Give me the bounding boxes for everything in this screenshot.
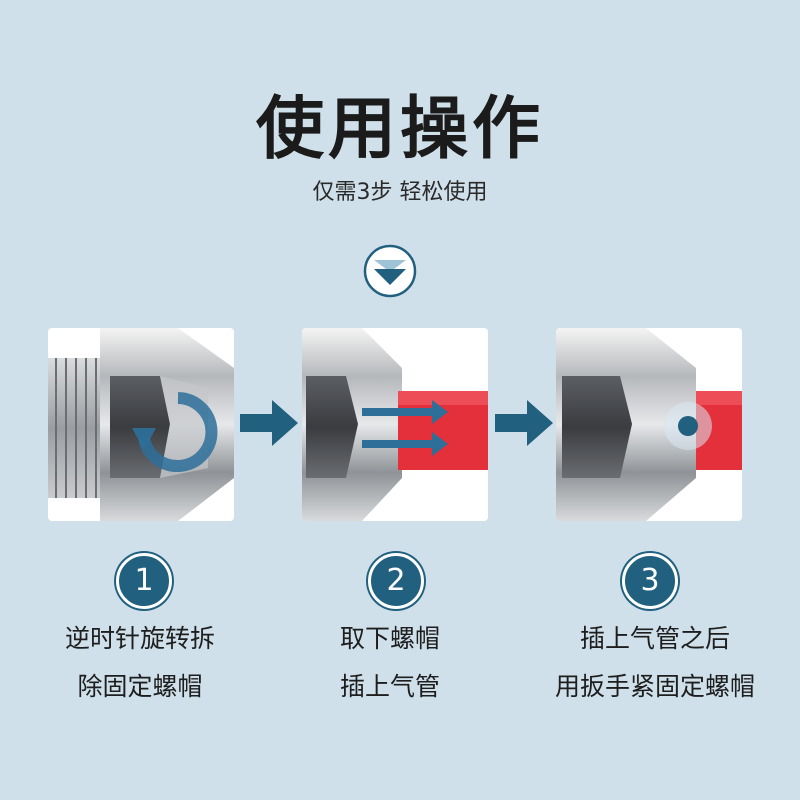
step-2-line-2: 插上气管 xyxy=(339,672,440,701)
step-1-image xyxy=(48,328,234,521)
tighten-point-icon xyxy=(664,402,712,450)
step-3-line-1: 插上气管之后 xyxy=(579,624,730,653)
right-arrow-icon xyxy=(240,400,298,446)
step-2-description: 取下螺帽 插上气管 xyxy=(270,615,510,711)
page-title: 使用操作 xyxy=(255,90,544,169)
step-2-image xyxy=(302,328,488,521)
page-subtitle: 仅需3步 轻松使用 xyxy=(312,180,488,205)
step-3-image xyxy=(556,328,742,521)
double-chevron-down-icon xyxy=(363,244,417,298)
step-1-number: 1 xyxy=(116,553,172,609)
counterclockwise-rotate-arrow-icon xyxy=(132,392,218,472)
step-1-line-2: 除固定螺帽 xyxy=(77,672,203,701)
step-1-line-1: 逆时针旋转拆 xyxy=(64,624,215,653)
step-1-description: 逆时针旋转拆 除固定螺帽 xyxy=(20,615,260,711)
step-3-number: 3 xyxy=(622,553,678,609)
step-3-description: 插上气管之后 用扳手紧固定螺帽 xyxy=(520,615,790,711)
step-2-line-1: 取下螺帽 xyxy=(339,624,440,653)
step-3-line-2: 用扳手紧固定螺帽 xyxy=(554,672,755,701)
right-arrow-icon xyxy=(495,400,553,446)
insert-arrows-icon xyxy=(362,400,448,456)
step-2-number: 2 xyxy=(368,553,424,609)
